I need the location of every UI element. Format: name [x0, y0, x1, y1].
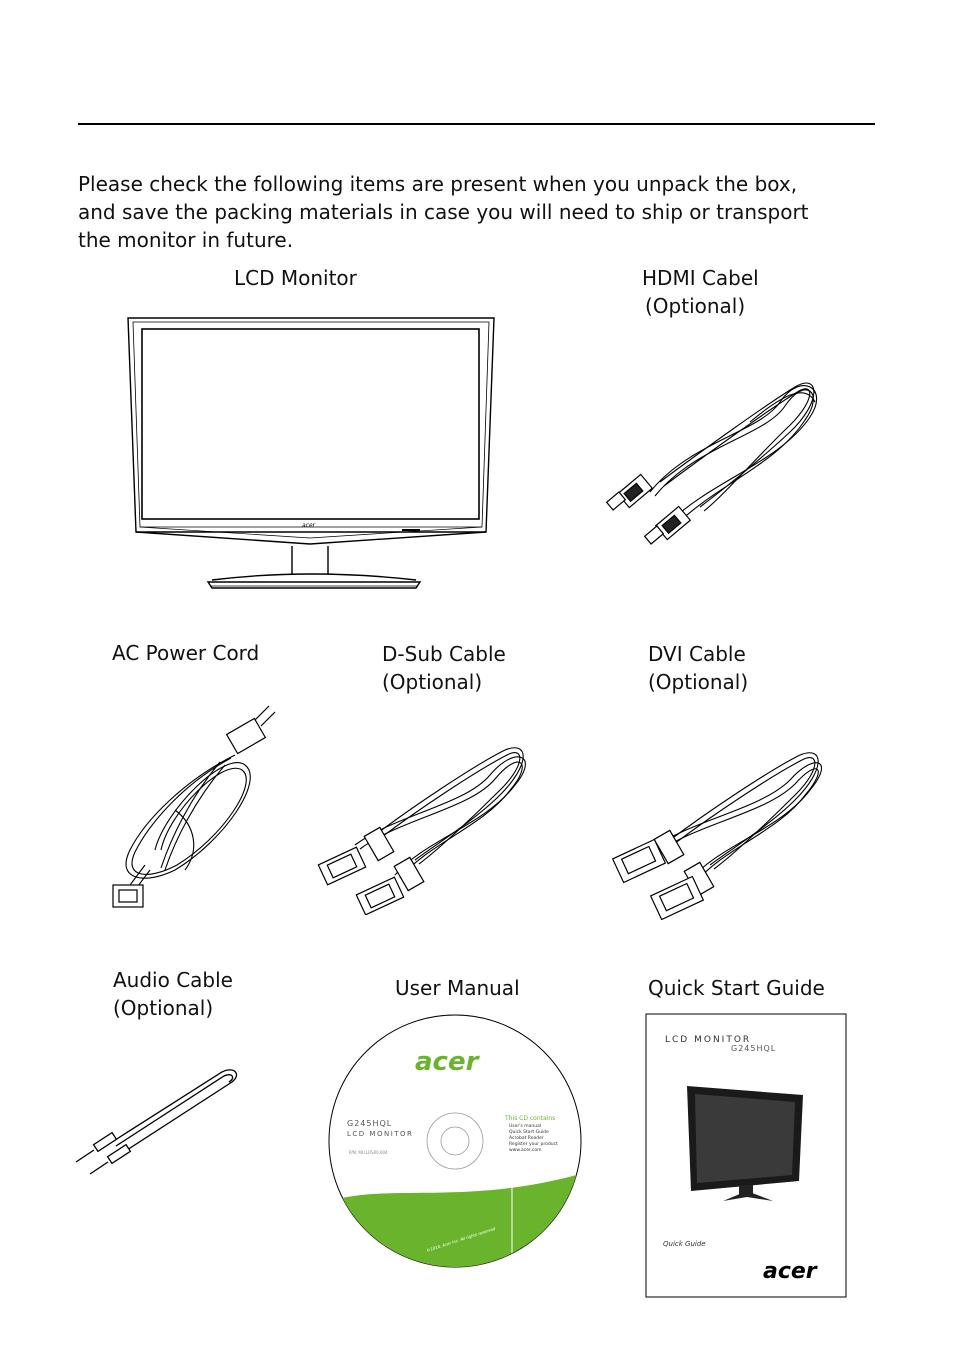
cd-content-item: Acrobat Reader	[509, 1135, 544, 1141]
guide-model: G245HQL	[731, 1044, 776, 1053]
cd-contains-title: This CD contains	[504, 1115, 555, 1122]
guide-product: LCD MONITOR	[665, 1035, 751, 1045]
audio-cable-label: Audio Cable (Optional)	[113, 968, 233, 1020]
dsub-cable-illustration	[317, 747, 526, 915]
intro-line: the monitor in future.	[78, 228, 294, 252]
cd-content-item: Register your product	[509, 1141, 558, 1147]
quick-start-guide-booklet: LCD MONITOR G245HQL Quick Guide acer	[645, 1013, 847, 1298]
intro-line: and save the packing materials in case y…	[78, 200, 809, 224]
cd-model: G245HQL	[347, 1119, 392, 1128]
top-rule	[78, 123, 875, 125]
cd-url: www.acer.com	[509, 1147, 542, 1153]
ac-power-cord-label: AC Power Cord	[112, 641, 260, 665]
cd-acer-logo: acer	[415, 1047, 481, 1077]
ac-power-cord-illustration	[112, 705, 276, 908]
cd-part-number: P/N: MU.LRS00.004	[349, 1150, 388, 1155]
hdmi-cable-label: HDMI Cabel (Optional)	[642, 266, 759, 318]
guide-monitor-image	[687, 1086, 803, 1201]
user-manual-label: User Manual	[395, 976, 520, 1000]
hdmi-cable-illustration	[605, 382, 817, 545]
user-manual-cd: acer G245HQL LCD MONITOR P/N: MU.LRS00.0…	[328, 1014, 582, 1268]
intro-paragraph: Please check the following items are pre…	[78, 170, 878, 254]
audio-cable-illustration	[75, 1069, 238, 1175]
dvi-cable-illustration	[611, 752, 822, 920]
quick-start-guide-label: Quick Start Guide	[648, 976, 825, 1000]
lcd-monitor-illustration: acer	[127, 317, 495, 589]
guide-acer-logo: acer	[763, 1259, 818, 1284]
cd-content-item: Quick Start Guide	[509, 1129, 549, 1135]
dsub-cable-label: D-Sub Cable (Optional)	[382, 642, 506, 694]
intro-line: Please check the following items are pre…	[78, 172, 798, 196]
cd-content-item: User's manual	[509, 1123, 541, 1129]
monitor-bezel-logo: acer	[302, 522, 316, 529]
dvi-cable-label: DVI Cable (Optional)	[648, 642, 749, 694]
guide-caption: Quick Guide	[663, 1240, 706, 1248]
lcd-monitor-label: LCD Monitor	[234, 266, 357, 290]
cd-product: LCD MONITOR	[347, 1130, 413, 1138]
